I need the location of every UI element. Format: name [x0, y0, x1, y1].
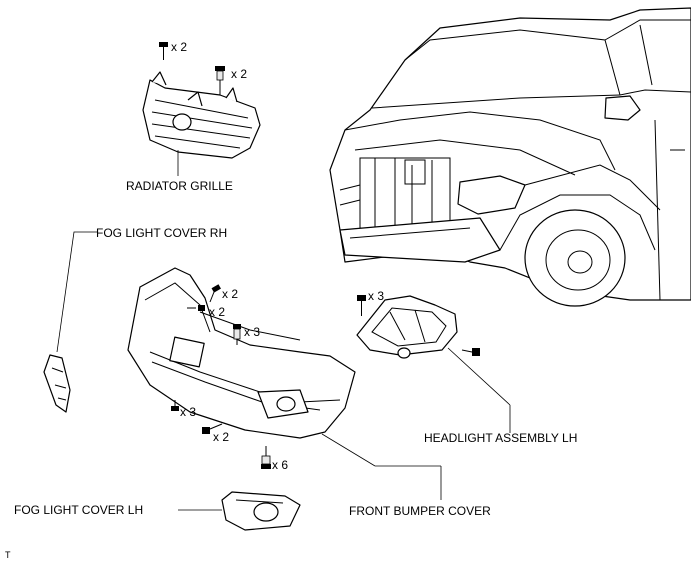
vehicle-front-illustration	[329, 7, 691, 307]
bumper-screw-left-count: x 3	[180, 405, 196, 419]
bumper-screw-top-a-count: x 2	[222, 287, 238, 301]
fog-light-cover-rh-label: FOG LIGHT COVER RH	[96, 226, 227, 240]
grille-clip-count: x 2	[231, 67, 247, 81]
headlight-bolt-icon	[357, 295, 366, 316]
grille-screw-icon	[159, 42, 168, 60]
fog-light-cover-lh-part	[221, 491, 301, 531]
radiator-grille-part	[142, 71, 261, 159]
fog-light-cover-lh-label: FOG LIGHT COVER LH	[14, 503, 143, 517]
bumper-screw-top-a-icon	[209, 284, 221, 303]
headlight-assembly-lh-part	[356, 295, 458, 359]
grille-screw-count: x 2	[171, 40, 187, 54]
bumper-screw-lower-count: x 2	[213, 430, 229, 444]
fog-light-cover-rh-part	[43, 354, 71, 413]
front-bumper-cover-part	[127, 267, 356, 439]
bumper-screw-top-b-icon	[187, 305, 205, 311]
bumper-clip-bottom-count: x 6	[272, 458, 288, 472]
grille-clip-icon	[215, 66, 225, 95]
radiator-grille-label: RADIATOR GRILLE	[126, 179, 233, 193]
bumper-clip-bottom-icon	[261, 446, 271, 469]
headlight-bolt-count: x 3	[368, 289, 384, 303]
bumper-screw-top-b-count: x 2	[209, 305, 225, 319]
bumper-screw-left-icon	[171, 400, 179, 411]
bumper-clip-top-icon	[233, 324, 241, 345]
headlight-side-bolt-icon	[461, 348, 480, 356]
corner-mark: T	[5, 550, 11, 560]
bumper-screw-lower-icon	[202, 423, 223, 434]
headlight-assembly-lh-label: HEADLIGHT ASSEMBLY LH	[424, 431, 577, 445]
front-bumper-cover-label: FRONT BUMPER COVER	[349, 504, 491, 518]
bumper-clip-top-count: x 3	[244, 325, 260, 339]
